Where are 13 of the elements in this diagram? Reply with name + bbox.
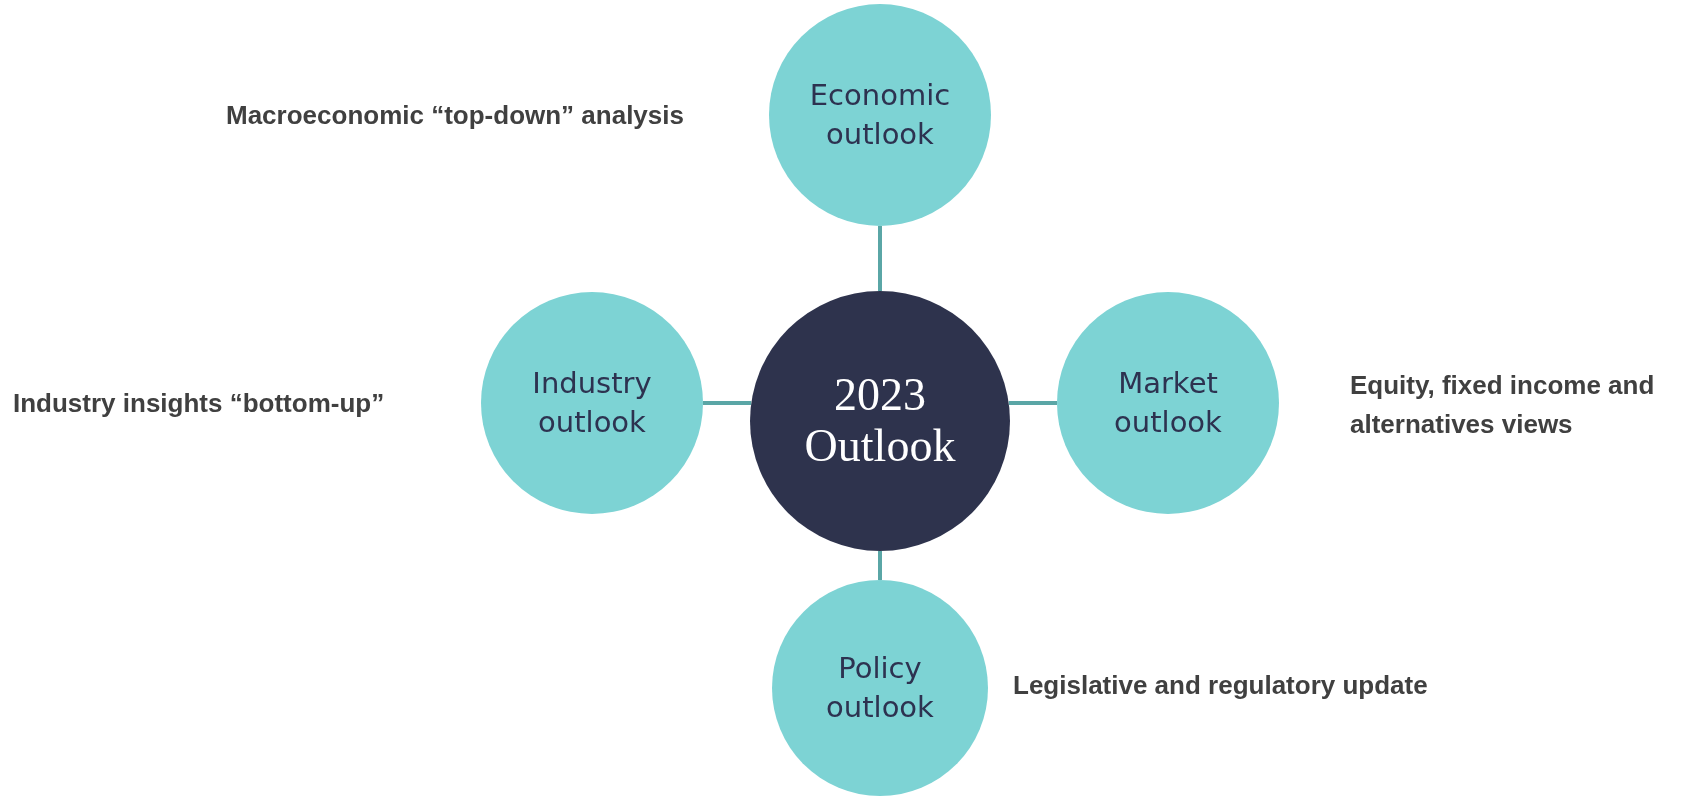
description-text: Equity, fixed income and alternatives views	[1350, 369, 1656, 441]
description-text: Macroeconomic “top-down” analysis	[226, 99, 685, 132]
connector-line	[878, 551, 882, 580]
circle-label: Economic outlook	[808, 76, 952, 153]
connector-line	[1008, 401, 1057, 405]
connector-line	[703, 401, 752, 405]
description-text: Legislative and regulatory update	[1013, 669, 1429, 702]
description-text: Industry insights “bottom-up”	[13, 387, 386, 420]
connector-line	[878, 226, 882, 291]
circle-label: 2023 Outlook	[803, 370, 957, 472]
circle-label: Policy outlook	[825, 649, 935, 726]
circle-label: Market outlook	[1113, 364, 1223, 441]
circle-label: Industry outlook	[531, 364, 653, 441]
